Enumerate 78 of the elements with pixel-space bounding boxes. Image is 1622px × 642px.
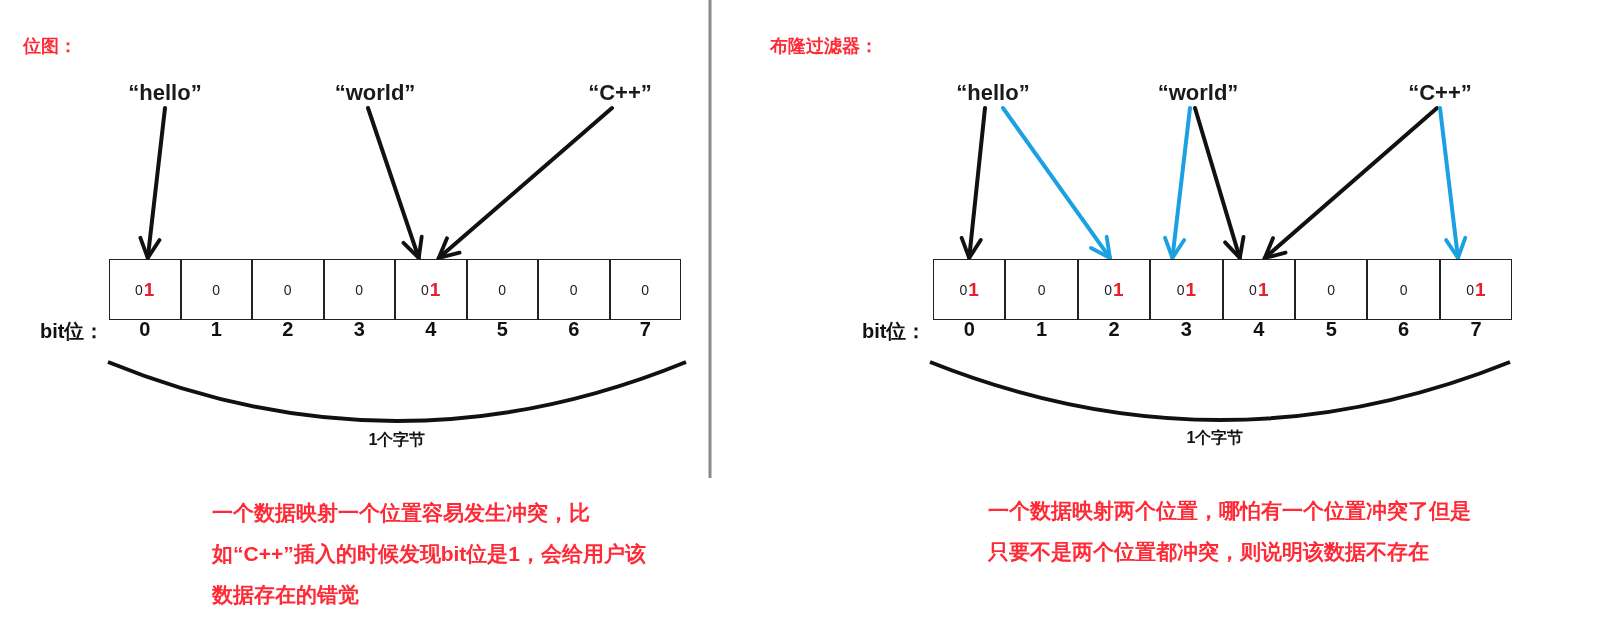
bit-value: 0 [212, 281, 221, 298]
bit-cell [609, 259, 681, 320]
row-label: bit位： [862, 319, 927, 344]
handwritten-bit-value: 1 [1185, 278, 1197, 301]
bit-value: 0 [498, 281, 507, 298]
handwritten-bit-value: 1 [1113, 278, 1124, 301]
handwritten-bit-value: 1 [429, 278, 441, 301]
bit-value: 0 [1037, 281, 1046, 298]
bit-cell [395, 259, 467, 320]
bit-index: 5 [496, 318, 508, 341]
bit-value: 0 [1466, 281, 1475, 298]
bit-cell [1367, 259, 1440, 320]
bit-value: 0 [569, 281, 578, 298]
section-title: 位图： [23, 35, 77, 58]
bit-index: 3 [353, 318, 365, 341]
note-text: 一个数据映射两个位置，哪怕有一个位置冲突了但是只要不是两个位置都冲突，则说明该数据不存在 [988, 498, 1472, 565]
section-title: 布隆过滤器： [770, 35, 878, 58]
bit-value: 0 [1176, 281, 1185, 298]
bit-index: 2 [282, 318, 294, 341]
bit-index: 7 [639, 318, 651, 341]
arrow [366, 106, 424, 260]
arrow [1193, 106, 1246, 260]
bit-cell [1005, 259, 1078, 320]
bit-value: 0 [1104, 281, 1113, 298]
bit-index: 4 [1253, 318, 1265, 341]
bit-value: 0 [641, 281, 650, 298]
word-label: “C++” [1408, 80, 1472, 106]
bit-cell [109, 259, 181, 320]
bit-index: 0 [139, 318, 151, 341]
bit-index: 2 [1108, 318, 1120, 341]
bit-cell [180, 259, 252, 320]
bit-cell [1077, 259, 1151, 320]
word-label: “hello” [956, 80, 1030, 106]
handwritten-bit-value: 1 [1475, 278, 1486, 301]
word-label: “world” [334, 80, 416, 106]
bit-cell [1150, 259, 1223, 320]
bit-value: 0 [283, 281, 292, 298]
arrow [1438, 106, 1468, 260]
bit-value: 0 [959, 281, 968, 298]
bit-index: 3 [1180, 318, 1192, 341]
arrow [1001, 106, 1112, 260]
bracket-label: 1个字节 [1186, 428, 1244, 448]
bracket-label: 1个字节 [368, 430, 426, 450]
note-text: 一个数据映射一个位置容易发生冲突，比如“C++”插入的时候发现bit位是1，会给用户该数据存在的错觉 [212, 500, 648, 608]
bit-cell [466, 259, 538, 320]
bit-index: 6 [1398, 318, 1410, 341]
bit-index: 7 [1470, 318, 1482, 341]
bit-index: 6 [568, 318, 580, 341]
arrow [138, 106, 167, 260]
bit-cell [1439, 259, 1513, 320]
word-label: “world” [1157, 80, 1239, 106]
bit-index: 1 [1036, 318, 1048, 341]
bit-value: 0 [355, 281, 364, 298]
bit-cell [1295, 259, 1368, 320]
bit-value: 0 [135, 281, 143, 298]
bit-cell [1222, 259, 1295, 320]
bit-cell [323, 259, 395, 320]
handwritten-bit-value: 1 [1257, 278, 1269, 301]
bit-index: 5 [1325, 318, 1337, 341]
arrow [1262, 106, 1439, 260]
bit-index: 4 [425, 318, 437, 341]
bit-index: 0 [963, 318, 975, 341]
bit-value: 0 [1327, 281, 1336, 298]
word-label: “C++” [588, 80, 652, 106]
bit-cell [538, 259, 610, 320]
word-label: “hello” [128, 80, 202, 106]
bit-value: 0 [421, 281, 429, 298]
bit-value: 0 [1399, 281, 1408, 298]
bit-cell [933, 259, 1006, 320]
row-label: bit位： [40, 319, 105, 344]
bit-value: 0 [1249, 281, 1257, 298]
bit-cell [252, 259, 324, 320]
arrow [959, 106, 987, 260]
arrow [436, 106, 614, 260]
handwritten-bit-value: 1 [968, 278, 979, 301]
bit-index: 1 [210, 318, 222, 341]
arrow [1163, 106, 1192, 260]
handwritten-bit-value: 1 [143, 278, 155, 301]
